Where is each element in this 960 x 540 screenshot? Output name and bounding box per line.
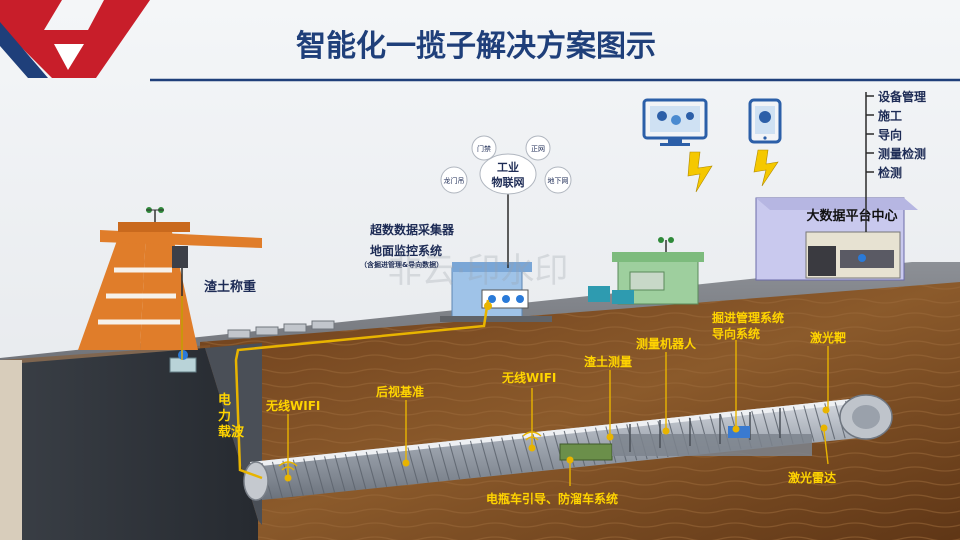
right-menu-item: 施工	[878, 108, 902, 123]
callout-lines	[181, 296, 829, 486]
iot-line1: 工业	[497, 160, 519, 174]
monitor-icon	[642, 98, 708, 146]
collector-building	[440, 262, 552, 322]
label-muck-weighing: 渣土称重	[204, 279, 256, 295]
label-laser-target: 激光靶	[810, 330, 846, 345]
label-wifi-mid: 无线WIFI	[501, 370, 556, 385]
label-rear-benchmark: 后视基准	[376, 384, 424, 399]
label-guidance-system: 导向系统	[712, 326, 760, 341]
label-power-carrier: 电 力 载波	[218, 392, 245, 440]
label-battery-car: 电瓶车引导、防溜车系统	[486, 491, 618, 506]
label-surface-monitor: 地面监控系统	[370, 243, 442, 258]
iot-node-0: 门禁	[477, 144, 491, 153]
label-surface-monitor-sub: （含掘进管理&导向数据）	[360, 260, 443, 269]
iot-line2: 物联网	[492, 175, 525, 189]
label-power-carrier-l1: 电	[218, 392, 231, 408]
right-menu-item: 检测	[878, 165, 902, 180]
iot-node-1: 正网	[531, 145, 545, 153]
shaft-wall	[8, 348, 258, 540]
iot-node-2: 龙门吊	[444, 176, 465, 185]
label-muck-measure: 渣土测量	[584, 354, 632, 369]
gantry-crane	[78, 207, 262, 373]
right-menu-item: 设备管理	[878, 89, 926, 104]
bigdata-building: 大数据平台中心	[755, 197, 918, 281]
anemometer-icon	[146, 207, 164, 213]
corner-logo	[0, 0, 150, 78]
watermark: 非云·印水印	[388, 251, 569, 291]
label-tunneling-mgmt: 掘进管理系统	[712, 310, 784, 325]
label-survey-robot: 测量机器人	[636, 336, 697, 351]
callout-dots	[284, 406, 830, 482]
right-menu-item: 导向	[878, 127, 902, 142]
right-menu-item: 测量检测	[878, 146, 926, 161]
bigdata-center-label: 大数据平台中心	[806, 208, 897, 224]
wifi-icon	[278, 431, 542, 471]
label-data-collector: 超数数据采集器	[369, 222, 455, 237]
label-laser-radar: 激光雷达	[788, 470, 836, 485]
tunnel-tube	[243, 394, 893, 501]
lightning-icon	[687, 149, 779, 193]
tablet-icon	[748, 98, 782, 144]
power-carrier-cable	[234, 299, 490, 480]
iot-network: 工业 物联网 门禁 正网 龙门吊 地下网	[440, 135, 572, 268]
label-power-carrier-l3: 载波	[218, 424, 245, 440]
pump-station	[588, 237, 704, 305]
iot-node-3: 地下网	[548, 176, 569, 185]
surface-materials	[227, 320, 335, 339]
label-wifi-left: 无线WIFI	[265, 398, 320, 413]
page-title: 智能化一揽子解决方案图示	[296, 29, 656, 64]
label-power-carrier-l2: 力	[218, 408, 231, 424]
